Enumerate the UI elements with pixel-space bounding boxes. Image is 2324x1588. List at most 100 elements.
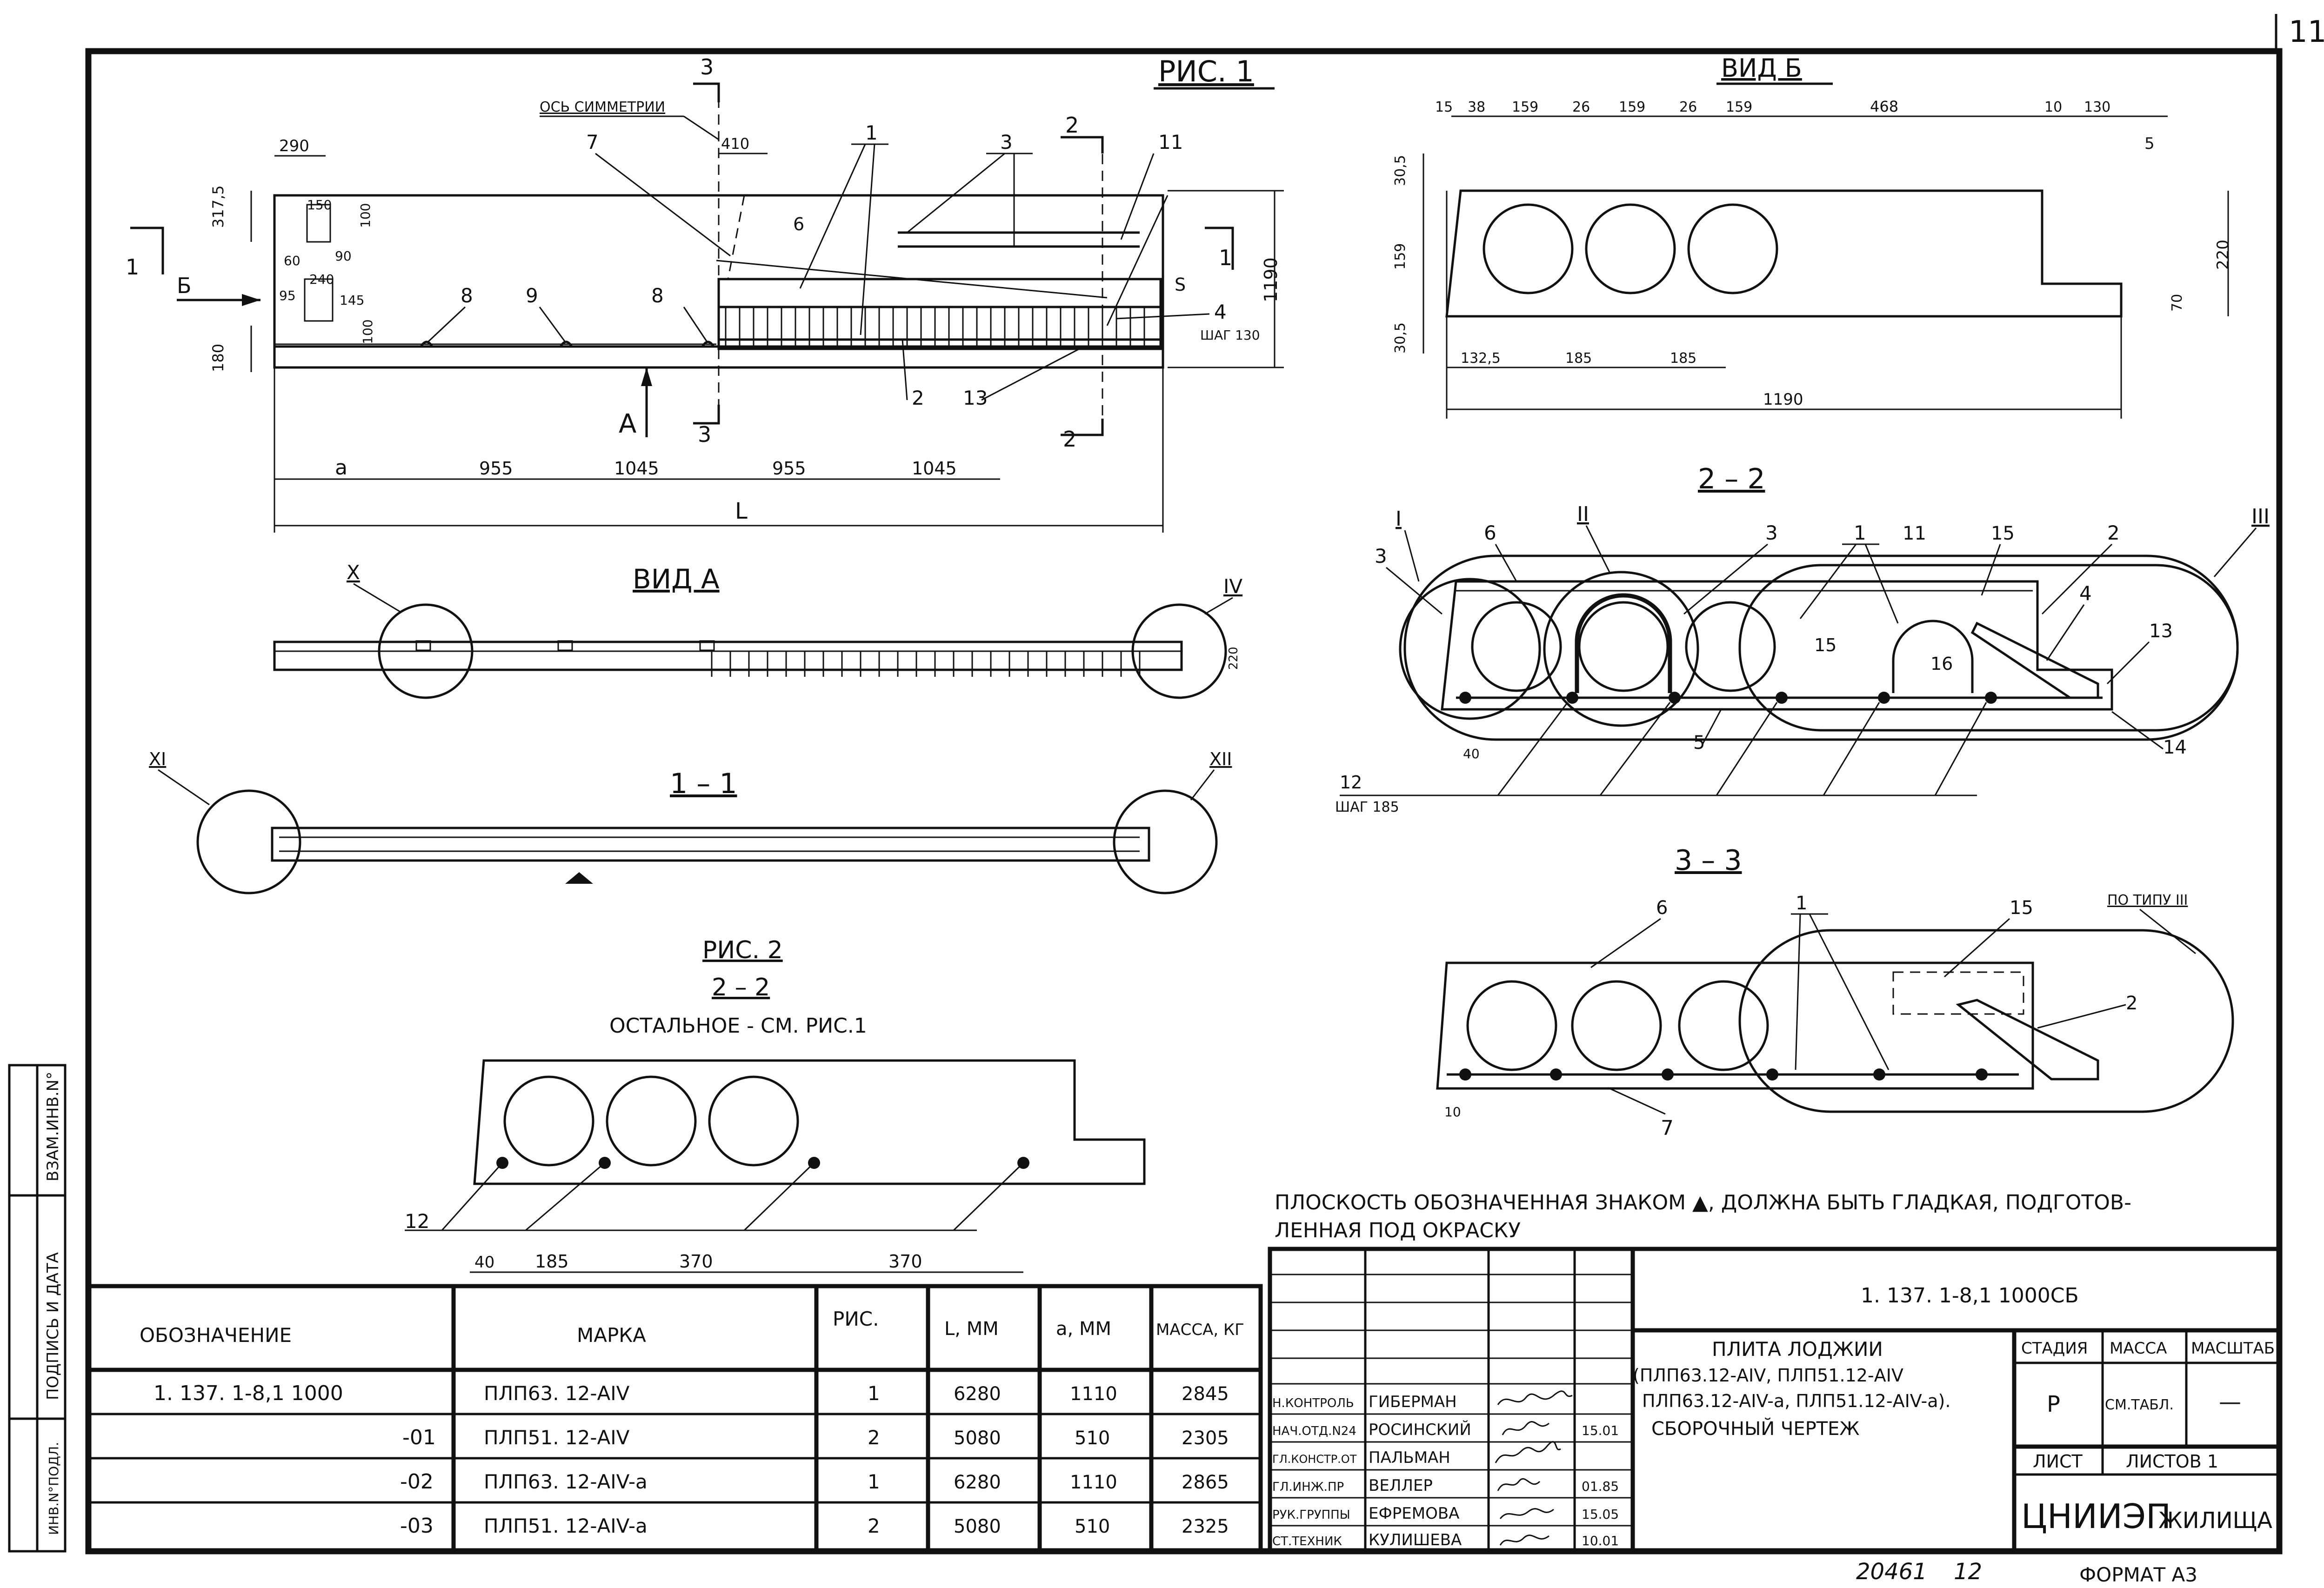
s22-callout-4: 4 bbox=[2079, 582, 2092, 605]
dim-317: 317,5 bbox=[209, 185, 227, 228]
cell-mark: ПЛП63. 12-АIV bbox=[484, 1382, 630, 1405]
cell-a: 510 bbox=[1075, 1516, 1110, 1537]
staff-name: РОСИНСКИЙ bbox=[1369, 1420, 1471, 1439]
section-2-2: 2 – 2 I II III 3 6 3 1 11 15 bbox=[1335, 463, 2270, 815]
view-a-dim-220: 220 bbox=[1227, 647, 1241, 670]
s22-callout-11: 11 bbox=[1903, 523, 1926, 544]
vb-dim-468: 468 bbox=[1870, 98, 1898, 115]
staff-date: 10.01 bbox=[1582, 1533, 1619, 1548]
vb-dim-1190: 1190 bbox=[1763, 390, 1803, 409]
cell-fig: 1 bbox=[868, 1470, 880, 1493]
s22-callout-15b: 15 bbox=[1814, 635, 1836, 655]
staff-name: КУЛИШЕВА bbox=[1369, 1531, 1462, 1549]
vb-dim-5: 5 bbox=[2144, 134, 2155, 153]
sec22-title: 2 – 2 bbox=[1698, 463, 1765, 495]
dim-100a: 100 bbox=[358, 203, 373, 228]
staff-row: СТ.ТЕХНИК КУЛИШЕВА 10.01 bbox=[1272, 1531, 1619, 1549]
staff-role: ГЛ.ИНЖ.ПР bbox=[1272, 1480, 1344, 1494]
fig2-title: РИС. 2 bbox=[702, 936, 783, 964]
th-L: L, ММ bbox=[944, 1318, 999, 1340]
section-mark-2-bot: 2 bbox=[1063, 427, 1076, 452]
s33-callout-1: 1 bbox=[1796, 893, 1807, 914]
fig2-dim-370b: 370 bbox=[888, 1251, 922, 1272]
cell-mark: ПЛП63. 12-АIV-а bbox=[484, 1470, 648, 1493]
view-b-title: ВИД Б bbox=[1721, 53, 1802, 83]
s22-bar-12: 12 bbox=[1340, 772, 1362, 793]
sheet-header: ЛИСТ bbox=[2033, 1451, 2083, 1472]
dim-150: 150 bbox=[307, 197, 332, 213]
step-note-130: ШАГ 130 bbox=[1200, 327, 1260, 343]
table-row: 1. 137. 1-8,1 1000 ПЛП63. 12-АIV 1 6280 … bbox=[154, 1381, 1229, 1405]
cell-mass: 2305 bbox=[1182, 1428, 1229, 1449]
callout-1: 1 bbox=[865, 121, 878, 144]
s22-step-185: ШАГ 185 bbox=[1335, 799, 1399, 815]
cell-mass: 2845 bbox=[1182, 1383, 1229, 1405]
section-mark-1-right: 1 bbox=[1219, 245, 1232, 270]
vb-dim-10: 10 bbox=[2044, 99, 2062, 115]
staff-role: РУК.ГРУППЫ bbox=[1272, 1508, 1350, 1522]
doc-name-1: ПЛИТА ЛОДЖИИ bbox=[1712, 1338, 1883, 1361]
staff-date: 15.05 bbox=[1582, 1507, 1619, 1522]
symmetry-axis-label: ОСЬ СИММЕТРИИ bbox=[540, 99, 665, 115]
s33-callout-7: 7 bbox=[1661, 1116, 1674, 1140]
dim-955a: 955 bbox=[479, 458, 513, 479]
stage-value: Р bbox=[2047, 1391, 2060, 1417]
s22-callout-16: 16 bbox=[1930, 654, 1953, 674]
fig2-profile bbox=[473, 1059, 1146, 1185]
doc-code: 1. 137. 1-8,1 1000СБ bbox=[1861, 1284, 2079, 1308]
cell-mark: ПЛП51. 12-АIV-а bbox=[484, 1515, 648, 1537]
signature bbox=[1499, 1535, 1549, 1546]
staff-name: ГИБЕРМАН bbox=[1369, 1393, 1457, 1411]
view-mark-a: А bbox=[619, 409, 636, 439]
view-a: ВИД А X IV 220 bbox=[273, 561, 1242, 699]
org-name-2: ЖИЛИЩА bbox=[2158, 1508, 2272, 1534]
figure-2: РИС. 2 2 – 2 ОСТАЛЬНОЕ - СМ. РИС.1 12 40… bbox=[405, 936, 1146, 1273]
vb-dim-130: 130 bbox=[2084, 99, 2110, 115]
signature bbox=[1497, 1478, 1541, 1491]
view-b: ВИД Б 15 38 159 26 159 26 159 468 10 130… bbox=[1392, 53, 2232, 419]
vb-dim-15: 15 bbox=[1435, 99, 1453, 115]
vb-dim-26a: 26 bbox=[1572, 99, 1590, 115]
vb-dim-185b: 185 bbox=[1670, 350, 1696, 367]
s22-callout-13: 13 bbox=[2149, 621, 2173, 642]
dim-95: 95 bbox=[279, 288, 296, 303]
dim-L: L bbox=[735, 498, 748, 524]
vb-dim-159b: 159 bbox=[1619, 99, 1645, 115]
signature bbox=[1502, 1421, 1549, 1435]
dim-90: 90 bbox=[335, 248, 352, 264]
section-mark-3-top: 3 bbox=[700, 54, 714, 80]
s33-type-note: ПО ТИПУ III bbox=[2107, 892, 2188, 908]
side-stamp: ВЗАМ.ИНВ.N° ПОДПИСЬ И ДАТА ИНВ.N°ПОДЛ. bbox=[8, 1064, 67, 1553]
cell-mass: 2865 bbox=[1182, 1472, 1229, 1493]
scale-header: МАСШТАБ bbox=[2191, 1339, 2275, 1358]
fig2-bar-12: 12 bbox=[405, 1210, 429, 1233]
s33-dim-10: 10 bbox=[1444, 1104, 1461, 1120]
dim-145: 145 bbox=[340, 293, 364, 308]
dim-240: 240 bbox=[309, 272, 334, 287]
callout-8b: 8 bbox=[651, 284, 664, 307]
callout-13: 13 bbox=[963, 387, 988, 409]
fig2-section: 2 – 2 bbox=[712, 974, 770, 1001]
th-fig: РИС. bbox=[833, 1308, 879, 1330]
stamp-original-inv: ИНВ.N°ПОДЛ. bbox=[46, 1442, 61, 1535]
s22-callout-3b: 3 bbox=[1765, 521, 1778, 544]
fig1-cage bbox=[717, 278, 1162, 350]
cell-L: 5080 bbox=[954, 1516, 1001, 1537]
staff-name: ЕФРЕМОВА bbox=[1369, 1504, 1459, 1523]
footer-number: 20461 bbox=[1856, 1559, 1927, 1585]
note-line-2: ЛЕННАЯ ПОД ОКРАСКУ bbox=[1275, 1219, 1521, 1242]
section-3-3: 3 – 3 ПО ТИПУ III 6 1 15 2 7 10 bbox=[1436, 844, 2234, 1140]
vb-dim-305a: 30,5 bbox=[1392, 155, 1409, 186]
fig2-rest: ОСТАЛЬНОЕ - СМ. РИС.1 bbox=[609, 1014, 867, 1038]
dim-1190-fig1: 1190 bbox=[1261, 257, 1281, 302]
table-row: -03 ПЛП51. 12-АIV-а 2 5080 510 2325 bbox=[400, 1514, 1229, 1538]
fig2-dim-185: 185 bbox=[535, 1251, 569, 1272]
roman-ii: II bbox=[1577, 502, 1589, 526]
cell-L: 6280 bbox=[954, 1383, 1001, 1405]
table-row: -02 ПЛП63. 12-АIV-а 1 6280 1110 2865 bbox=[400, 1470, 1229, 1494]
footer-sheet: 12 bbox=[1954, 1559, 1982, 1585]
mass-value: СМ.ТАБЛ. bbox=[2105, 1397, 2174, 1413]
staff-row: РУК.ГРУППЫ ЕФРЕМОВА 15.05 bbox=[1272, 1504, 1619, 1523]
section-mark-1-left: 1 bbox=[126, 254, 139, 280]
staff-role: ГЛ.КОНСТР.ОТ bbox=[1272, 1453, 1357, 1466]
